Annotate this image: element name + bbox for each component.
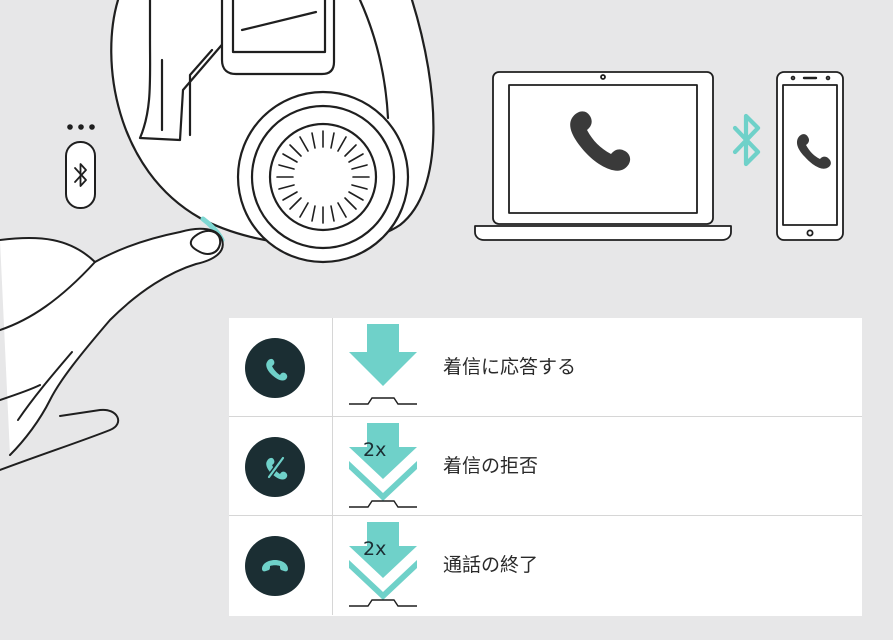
call-answer-icon: [245, 338, 305, 398]
action-label-reject: 着信の拒否: [443, 455, 539, 477]
action-label-answer: 着信に応答する: [443, 356, 577, 378]
status-dots-icon: [67, 124, 95, 130]
row-divider: [229, 416, 862, 417]
row-divider: [229, 515, 862, 516]
headset-earcup: [110, 0, 435, 264]
call-actions-table: 着信に応答する 2x 着信の拒否: [229, 318, 862, 616]
action-label-end-call: 通話の終了: [443, 554, 539, 576]
connection-bluetooth-icon: [732, 113, 761, 167]
action-row-end-call: 2x 通話の終了: [229, 516, 862, 615]
action-row-answer: 着信に応答する: [229, 318, 862, 417]
speaker-grille-ticks: [276, 130, 370, 224]
call-end-icon: [245, 536, 305, 596]
column-divider: [332, 417, 333, 516]
double-press-icon: [349, 423, 417, 508]
bluetooth-icon: [74, 163, 87, 187]
call-reject-icon: [245, 437, 305, 497]
laptop-phone-handset-icon: [570, 111, 631, 171]
single-press-icon: [349, 324, 417, 405]
action-row-reject: 2x 着信の拒否: [229, 417, 862, 516]
column-divider: [332, 516, 333, 615]
phone-handset-icon: [796, 134, 831, 169]
press-count: 2x: [363, 439, 387, 461]
column-divider: [332, 318, 333, 417]
hand-illustration: [0, 227, 224, 471]
press-count: 2x: [363, 538, 387, 560]
double-press-icon: [349, 522, 417, 607]
